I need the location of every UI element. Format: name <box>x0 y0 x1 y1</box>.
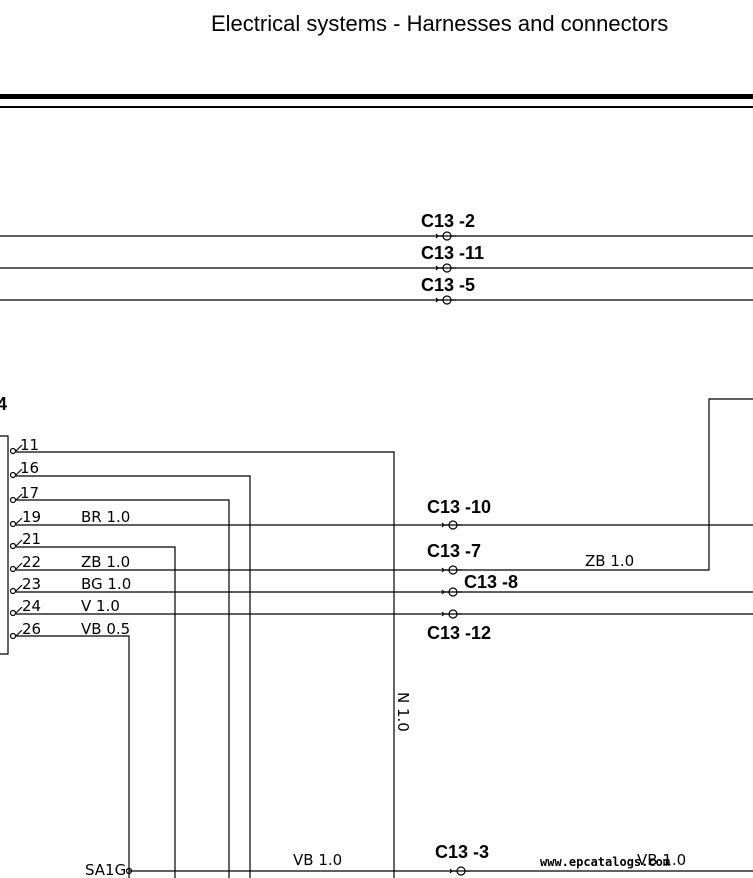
connector-label-c13-7: C13 -7 <box>427 541 481 561</box>
wire-label-vb-bottom-left: VB 1.0 <box>293 851 342 869</box>
wire-pin-16 <box>16 475 251 878</box>
connector-symbol <box>435 263 456 273</box>
watermark-text: www.epcatalogs.com <box>540 855 670 869</box>
pin-number: 19 <box>22 508 41 526</box>
wire-pin-22 <box>16 398 753 571</box>
wire-label: ZB 1.0 <box>81 553 130 571</box>
pin-terminal <box>9 542 17 550</box>
page-title: Electrical systems - Harnesses and conne… <box>211 11 669 36</box>
pin-number: 11 <box>20 436 39 454</box>
wire-label-n-vertical: N 1.0 <box>394 692 412 732</box>
connector-label-c13-12: C13 -12 <box>427 623 491 643</box>
connector-label-c13-2: C13 -2 <box>421 211 475 231</box>
wire-routing <box>16 398 753 878</box>
wire-label: VB 0.5 <box>81 620 130 638</box>
connector-symbol <box>441 565 462 575</box>
pin-number: 16 <box>20 459 39 477</box>
pin-terminal <box>9 447 17 455</box>
connector-label-c13-8: C13 -8 <box>464 572 518 592</box>
connector-symbol <box>441 609 462 619</box>
pin-terminal <box>9 587 17 595</box>
wire-pin-11 <box>16 451 395 878</box>
ground-label: SA1G <box>85 861 126 878</box>
connector-label-c13-5: C13 -5 <box>421 275 475 295</box>
pin-terminal <box>9 609 17 617</box>
connector-symbol <box>449 866 470 876</box>
connector-label-c13-11: C13 -11 <box>421 243 484 263</box>
wire-pin-17 <box>16 499 230 878</box>
wire-label: BG 1.0 <box>81 575 131 593</box>
connector-mid: C13 -10 C13 -7 C13 -8 C13 -12 <box>427 497 518 643</box>
pin-number: 22 <box>22 553 41 571</box>
pin-number: 23 <box>22 575 41 593</box>
pin-number: 26 <box>22 620 41 638</box>
header-rule-thick <box>0 94 753 99</box>
pin-terminal <box>9 471 17 479</box>
pin-number: 21 <box>22 530 41 548</box>
wire-label-vb-bottom-right: VB 1.0 <box>637 851 686 869</box>
pin-number: 24 <box>22 597 41 615</box>
connector-symbol <box>441 587 462 597</box>
pin-terminal <box>9 565 17 573</box>
connector-symbol <box>441 520 462 530</box>
connector-block-id: 4 <box>0 394 7 414</box>
connector-block: 4 11 16 17 19 21 22 23 24 26 BR 1.0 ZB 1… <box>0 394 131 655</box>
ground-terminal <box>125 867 133 875</box>
connector-label-c13-3: C13 -3 <box>435 842 489 862</box>
wire-label: V 1.0 <box>81 597 120 615</box>
wire-pin-21 <box>16 546 176 878</box>
wire-label-zb-right: ZB 1.0 <box>585 552 634 570</box>
wire-pin-26 <box>16 635 130 878</box>
header-rule-thin <box>0 106 753 108</box>
top-wires: C13 -2 C13 -11 C13 -5 <box>0 211 753 305</box>
wire-label: BR 1.0 <box>81 508 130 526</box>
pin-number: 17 <box>20 484 39 502</box>
pin-terminal <box>9 496 17 504</box>
connector-block-outline <box>0 435 9 655</box>
pin-terminal <box>9 632 17 640</box>
connector-label-c13-10: C13 -10 <box>427 497 491 517</box>
connector-symbol <box>435 295 456 305</box>
pin-terminal <box>9 520 17 528</box>
connector-symbol <box>435 231 456 241</box>
